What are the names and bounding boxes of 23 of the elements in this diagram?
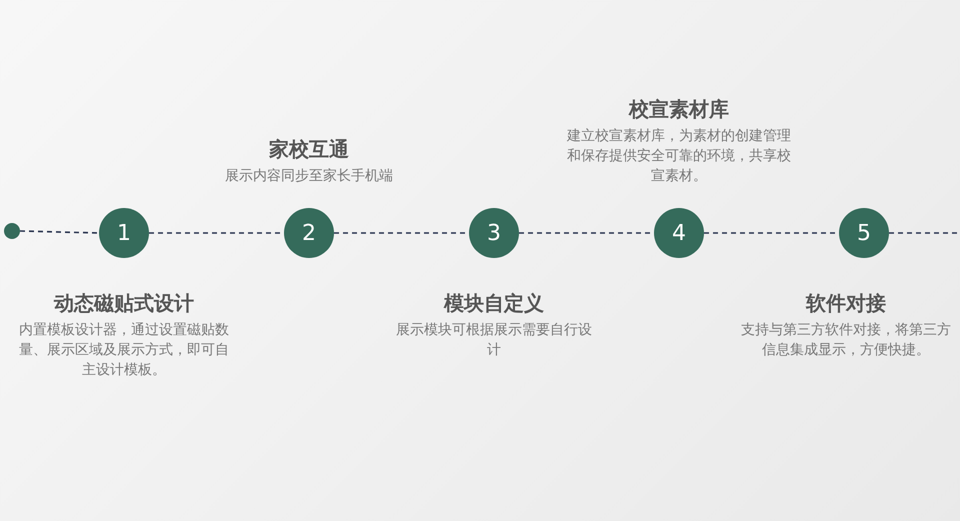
step-description: 展示模块可根据展示需要自行设计 bbox=[395, 321, 593, 360]
dashed-connector bbox=[889, 232, 960, 234]
start-dot bbox=[4, 223, 20, 239]
step-number: 1 bbox=[117, 220, 131, 246]
step-circle bbox=[469, 208, 519, 258]
step-number: 5 bbox=[857, 220, 871, 246]
step-title: 校宣素材库 bbox=[629, 96, 729, 122]
step-circle bbox=[284, 208, 334, 258]
step-title: 家校互通 bbox=[269, 136, 349, 162]
step-description: 展示内容同步至家长手机端 bbox=[224, 167, 394, 186]
step-circle bbox=[99, 208, 149, 258]
step-circle bbox=[654, 208, 704, 258]
step-number: 4 bbox=[672, 220, 686, 246]
step-description: 建立校宣素材库，为素材的创建管理和保存提供安全可靠的环境，共享校宣素材。 bbox=[566, 127, 792, 186]
step-description: 内置模板设计器，通过设置磁贴数量、展示区域及展示方式，即可自主设计模板。 bbox=[18, 321, 230, 380]
step-number: 3 bbox=[487, 220, 501, 246]
dashed-connector bbox=[20, 230, 100, 234]
step-number: 2 bbox=[302, 220, 316, 246]
step-title: 动态磁贴式设计 bbox=[54, 290, 194, 316]
step-description: 支持与第三方软件对接，将第三方信息集成显示，方便快捷。 bbox=[740, 321, 952, 360]
step-title: 软件对接 bbox=[806, 290, 886, 316]
step-title: 模块自定义 bbox=[444, 290, 544, 316]
step-circle bbox=[839, 208, 889, 258]
